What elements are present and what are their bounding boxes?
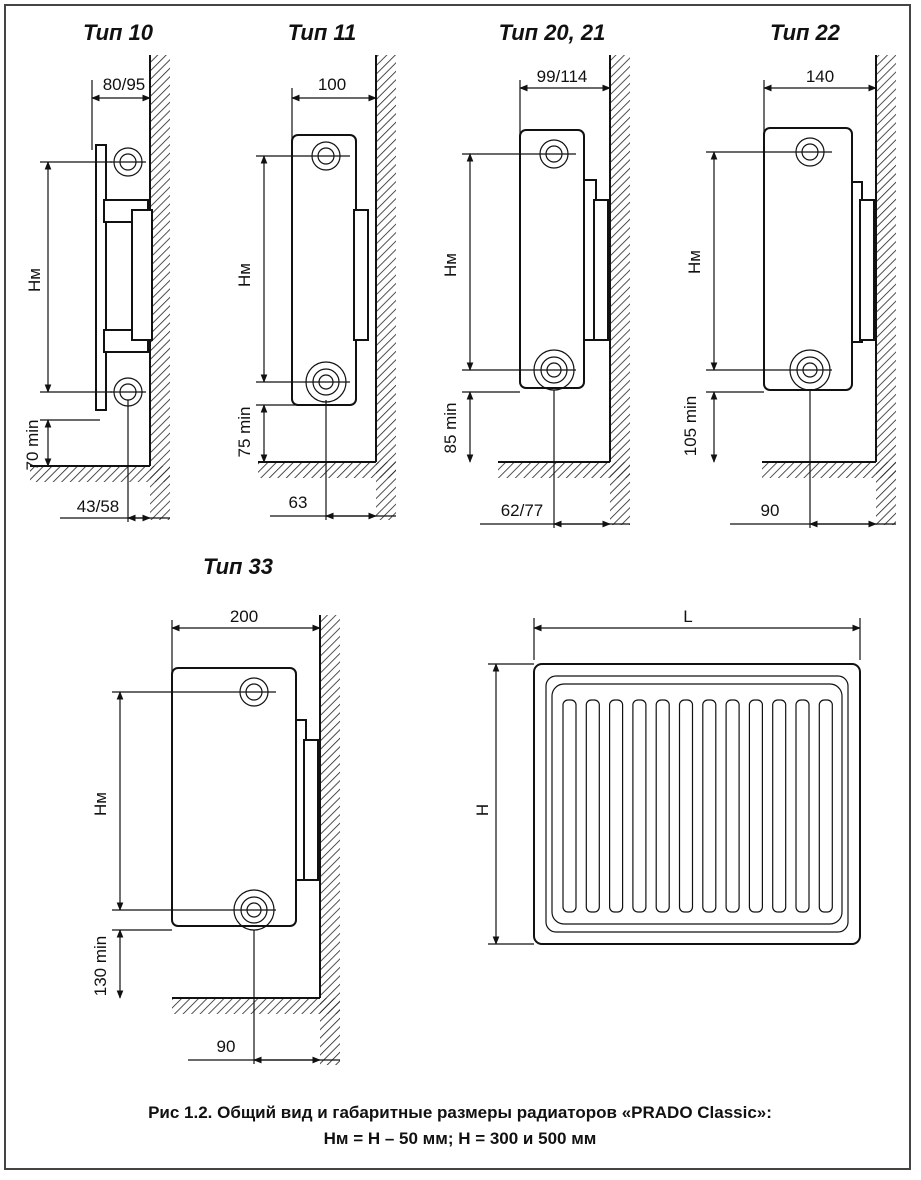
convector-fin: [608, 699, 624, 913]
type-11-height-dim: Нм: [235, 263, 254, 287]
caption-line-1: Рис 1.2. Общий вид и габаритные размеры …: [148, 1103, 772, 1122]
convector-fin: [772, 699, 787, 913]
type-20-21-offset-dim: 62/77: [501, 501, 544, 520]
type-20-21-title: Тип 20, 21: [499, 20, 606, 45]
convector-fin: [655, 699, 670, 913]
side-view-type-10: Тип 10 80/95 Нм 70 min 43/58: [23, 20, 170, 522]
type-33-offset-dim: 90: [217, 1037, 236, 1056]
type-11-min-dim: 75 min: [235, 406, 254, 457]
convector-fin: [818, 699, 833, 913]
type-10-min-dim: 70 min: [23, 419, 42, 470]
side-view-type-20-21: Тип 20, 21 99/114 Нм 85 min 62/77: [441, 20, 630, 528]
type-33-width-dim: 200: [230, 607, 258, 626]
type-20-21-width-dim: 99/114: [537, 67, 588, 86]
type-11-title: Тип 11: [288, 20, 356, 45]
type-10-title: Тип 10: [83, 20, 154, 45]
convector-fin: [748, 699, 764, 913]
side-view-type-22: Тип 22 140 Нм 105 min 90: [681, 20, 896, 528]
type-10-offset-dim: 43/58: [77, 497, 120, 516]
type-22-offset-dim: 90: [761, 501, 780, 520]
front-view: L H: [473, 607, 861, 945]
type-22-title: Тип 22: [770, 20, 841, 45]
front-length-label: L: [683, 607, 692, 626]
convector-fin: [725, 699, 740, 913]
convector-fin: [678, 699, 694, 913]
type-33-title: Тип 33: [203, 554, 273, 579]
type-11-width-dim: 100: [318, 75, 346, 94]
type-22-width-dim: 140: [806, 67, 834, 86]
front-height-label: H: [473, 804, 492, 816]
convector-fin: [585, 699, 600, 913]
type-22-height-dim: Нм: [685, 250, 704, 274]
type-33-min-dim: 130 min: [91, 936, 110, 996]
type-33-height-dim: Нм: [91, 792, 110, 816]
convector-fin: [702, 699, 717, 913]
type-20-21-min-dim: 85 min: [441, 402, 460, 453]
convector-fin: [632, 699, 647, 913]
convector-fin: [795, 699, 810, 913]
side-view-type-33: Тип 33 200 Нм 130 min 90: [91, 554, 340, 1065]
type-10-height-dim: Нм: [25, 268, 44, 292]
side-view-type-11: Тип 11 100 Нм 75 min 63: [235, 20, 396, 520]
type-11-offset-dim: 63: [289, 493, 308, 512]
type-22-min-dim: 105 min: [681, 396, 700, 456]
convector-fins: [562, 699, 833, 913]
type-10-width-dim: 80/95: [103, 75, 146, 94]
caption-line-2: Нм = Н – 50 мм; Н = 300 и 500 мм: [324, 1129, 597, 1148]
type-20-21-height-dim: Нм: [441, 253, 460, 277]
convector-fin: [562, 699, 577, 913]
